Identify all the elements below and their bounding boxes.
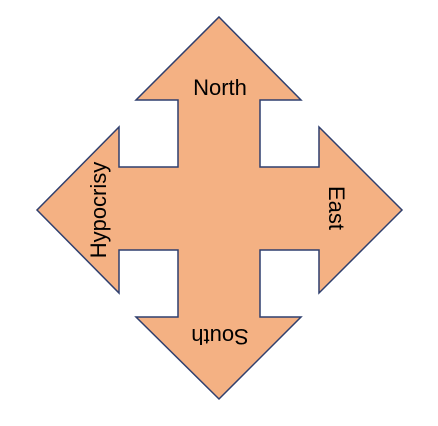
south-label: South <box>191 324 249 349</box>
north-label: North <box>193 75 247 100</box>
west-label: Hypocrisy <box>86 162 111 259</box>
east-label: East <box>324 186 349 230</box>
four-way-arrow-shape <box>35 15 404 401</box>
